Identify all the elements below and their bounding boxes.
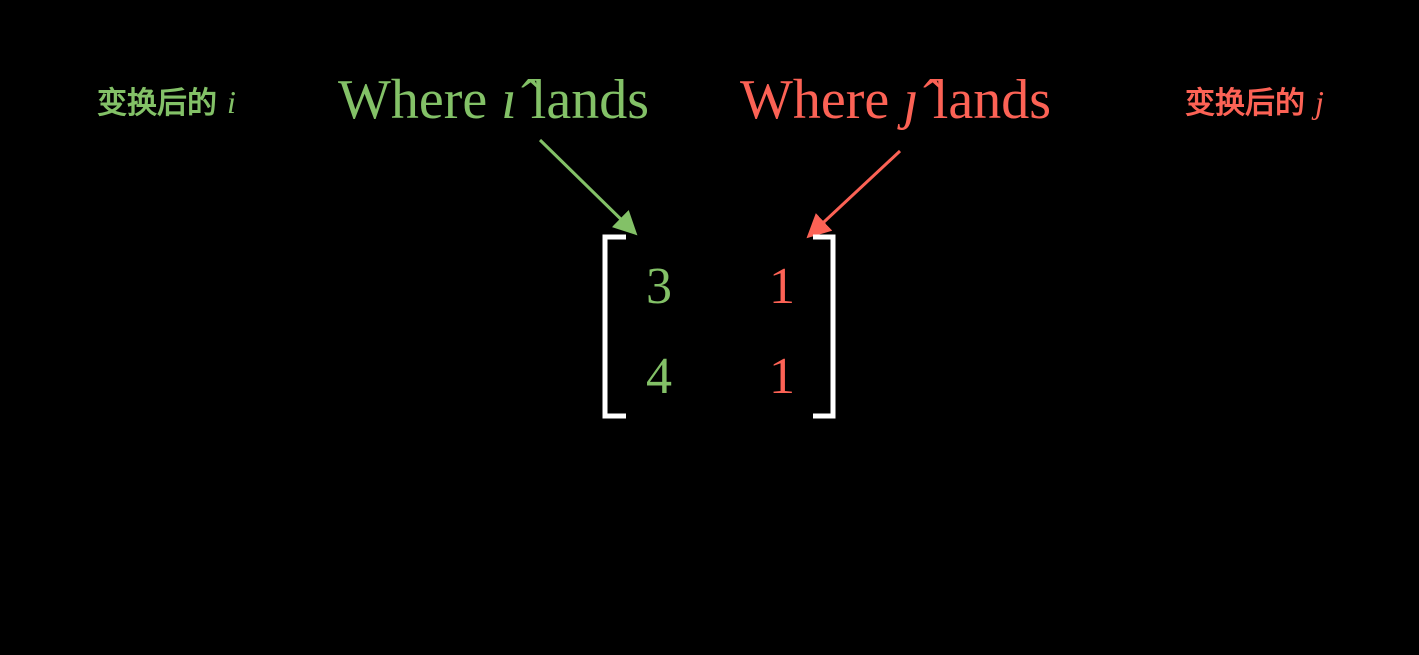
right-bracket <box>813 234 836 419</box>
i-hat-caption: 变换后的 i <box>97 84 236 121</box>
matrix-entry-r1c1: 3 <box>646 258 672 315</box>
matrix-entry-r2c1: 4 <box>646 348 672 405</box>
i-hat-caption-cn: 变换后的 <box>97 86 217 121</box>
i-hat-label: Where ı̂ lands <box>338 69 649 131</box>
j-hat-caption-cn: 变换后的 <box>1185 86 1305 121</box>
i-hat-arrow <box>538 138 638 236</box>
j-hat-caption-var: j <box>1311 84 1324 120</box>
matrix-entry-r2c2: 1 <box>769 348 795 405</box>
i-hat-label-prefix: Where <box>338 69 501 131</box>
left-bracket <box>602 234 626 419</box>
j-hat-label: Where ȷ̂ lands <box>740 69 1051 131</box>
matrix-entry-r1c2: 1 <box>769 258 795 315</box>
i-hat-label-suffix: lands <box>517 69 649 131</box>
j-hat-arrow <box>806 149 902 239</box>
j-hat-label-prefix: Where <box>740 69 903 131</box>
i-hat-caption-var: i <box>227 84 236 120</box>
j-hat-label-suffix: lands <box>919 69 1051 131</box>
